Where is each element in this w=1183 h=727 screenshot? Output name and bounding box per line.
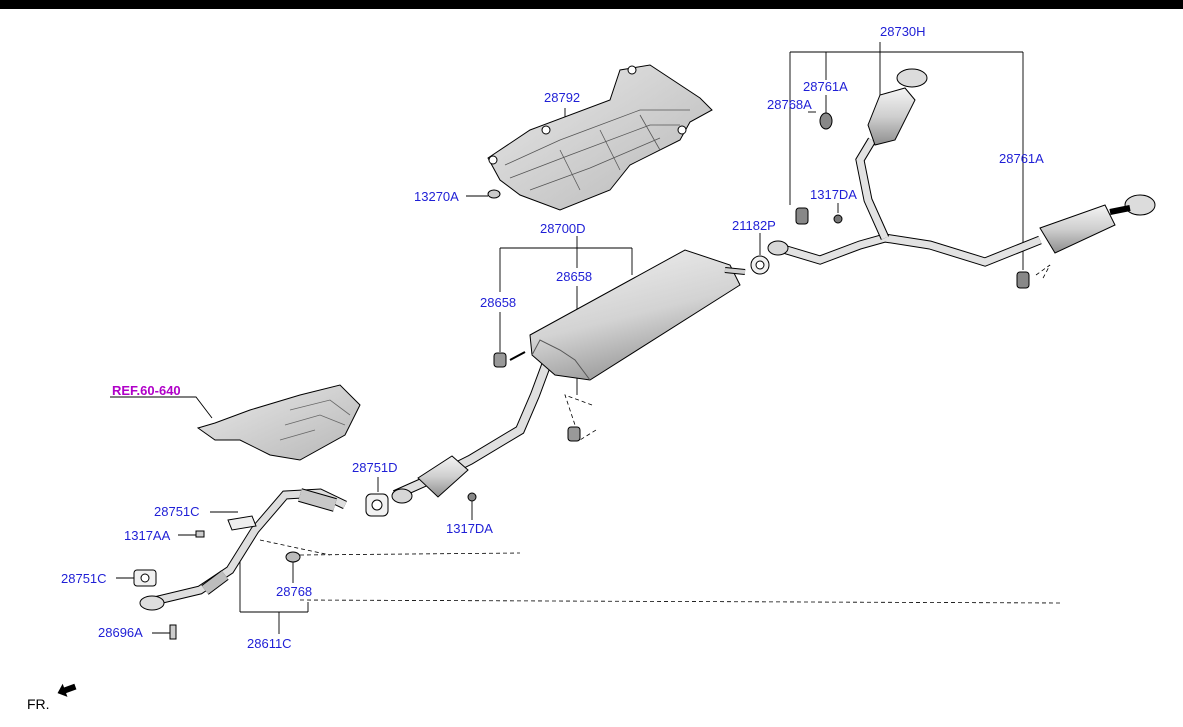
gasket-28751C-left — [133, 569, 157, 587]
front-direction-label: FR. — [27, 696, 50, 712]
label-28751C-top: 28751C — [154, 504, 200, 519]
label-28768: 28768 — [276, 584, 313, 599]
label-28658-mid: 28658 — [556, 269, 593, 284]
label-28768A: 28768A — [767, 97, 812, 112]
dashed-lines — [259, 264, 1061, 604]
top-bar — [0, 0, 1183, 9]
label-28751D: 28751D — [352, 460, 398, 475]
label-28696A: 28696A — [98, 625, 143, 640]
ref-heat-shield — [196, 384, 361, 461]
hanger-28768 — [285, 551, 301, 563]
label-1317AA: 1317AA — [124, 528, 171, 543]
label-28761A-top: 28761A — [803, 79, 848, 94]
rear-muffler-left — [867, 68, 928, 146]
label-28761A-right: 28761A — [999, 151, 1044, 166]
hanger-28658-left — [493, 351, 526, 368]
main-muffler-28700D — [529, 249, 746, 381]
label-28792: 28792 — [544, 90, 581, 105]
label-1317DA-bottom: 1317DA — [446, 521, 493, 536]
label-28611C: 28611C — [247, 636, 292, 651]
label-ref-60-640: REF.60-640 — [112, 383, 181, 398]
gasket-28751C-top — [227, 515, 257, 531]
nut-1317DA-top — [833, 214, 843, 224]
label-28730H: 28730H — [880, 24, 926, 39]
label-1317DA-top: 1317DA — [810, 187, 857, 202]
front-arrow-icon — [57, 683, 77, 697]
center-pipe — [392, 358, 553, 500]
nut-1317DA-bottom — [467, 492, 477, 502]
flange-21182P-side — [767, 240, 789, 256]
flange-front — [139, 595, 165, 611]
hanger-28768A — [795, 207, 809, 225]
rear-pipe-28730H — [778, 137, 1042, 267]
hanger-28761A-top — [819, 112, 833, 130]
hanger-28658-mid — [567, 426, 581, 442]
hanger-28761A-right — [1016, 271, 1030, 289]
front-pipe-28611C — [148, 488, 347, 607]
gasket-28751D — [365, 493, 389, 517]
rear-muffler-right — [1039, 194, 1156, 254]
gasket-21182P — [750, 255, 770, 275]
nut-13270A — [487, 189, 501, 199]
label-28658-left: 28658 — [480, 295, 517, 310]
label-28700D: 28700D — [540, 221, 586, 236]
label-13270A: 13270A — [414, 189, 459, 204]
catalytic-converter — [391, 455, 469, 504]
label-21182P: 21182P — [732, 218, 776, 233]
bolt-1317AA — [195, 530, 205, 538]
heat-shield-28792 — [487, 64, 713, 211]
bolt-28696A — [169, 624, 177, 640]
label-28751C-left: 28751C — [61, 571, 107, 586]
